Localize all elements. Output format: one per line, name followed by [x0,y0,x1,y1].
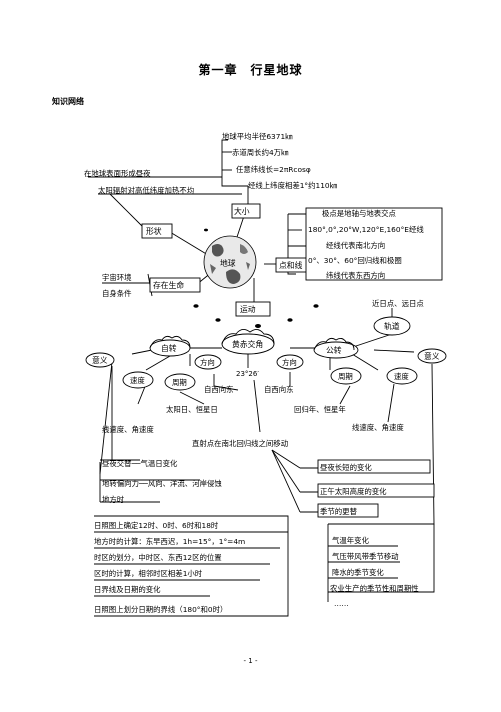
season-item-pressure: 气压带风带季节移动 [332,552,399,561]
rev-effect-sunheight: 正午太阳高度的变化 [320,487,387,496]
revolution-period-value: 回归年、恒星年 [294,405,346,414]
meaning-right-ellipse [417,348,447,364]
revolution-direction-value: 自西向东 [264,385,294,394]
points-item-ns: 经线代表南北方向 [326,241,385,250]
obliquity-value: 23°26′ [236,370,259,378]
rev-speed-ellipse [386,367,418,385]
direction-right-ellipse [276,354,304,370]
earth-label: 地球 [220,258,236,268]
rotation-speed-value: 线速度、角速度 [102,425,154,434]
revolution-cloud [313,337,359,359]
size-item-equator: 赤道周长约4万㎞ [232,148,289,157]
rotation-cloud [149,335,191,357]
rotation-label: 自转 [161,343,177,353]
points-item-parallels: 0°、30°、60°回归线和极圈 [308,256,402,265]
rotation-meaning-label: 意义 [92,355,108,365]
life-item-self: 自身条件 [102,289,132,298]
rev-period-ellipse [330,367,362,385]
effect-localtime: 地方时 [102,495,125,504]
revolution-label: 公转 [326,345,342,355]
direction-left-ellipse [194,354,222,370]
points-item-meridians: 180°,0°,20°W,120°E,160°E经线 [308,225,424,234]
trail-dots [193,228,319,328]
sun-point-movement: 直射点在南北回归线之间移动 [192,439,288,448]
rev-effect-box-2 [317,483,435,498]
rev-effect-box-3 [317,503,379,518]
shape-item-daynight: 在地球表面形成昼夜 [84,169,151,178]
connector-lines [88,139,435,617]
size-item-parallel: 任意纬线长=2πRcosφ [236,165,311,174]
time-item-5: 日界线及日期的变化 [94,585,161,594]
season-item-rain: 降水的季节变化 [332,568,384,577]
revolution-speed-value: 线速度、角速度 [352,423,404,432]
revolution-meaning-label: 意义 [424,351,440,361]
orbit-ellipse [373,316,411,336]
page-number: - 1 - [243,657,258,665]
orbit-label: 轨道 [384,321,400,331]
time-item-4: 区时的计算，相邻时区相差1小时 [94,569,203,578]
life-box [149,277,201,293]
rev-effect-box-1 [317,459,431,474]
life-item-cosmic: 宇宙环境 [102,273,132,282]
rotation-period-label: 周期 [172,378,187,387]
earth-globe-icon [203,235,257,289]
size-item-radius: 地球平均半径6371㎞ [222,132,293,141]
revolution-period-label: 周期 [338,372,353,381]
points-list-box [305,207,443,281]
rot-period-ellipse [164,373,196,391]
time-item-6: 日照图上划分日期的界线（180°和0时） [94,605,227,614]
season-item-agri: 农业生产的季节性和周期性 [330,584,419,593]
meaning-left-ellipse [85,352,115,368]
rot-speed-ellipse [122,371,154,389]
rotation-speed-label: 速度 [130,376,145,385]
season-item-more: …… [334,599,349,608]
season-item-temp: 气温年变化 [332,536,370,545]
revolution-speed-label: 速度 [394,372,409,381]
life-box-label: 存在生命 [153,280,184,290]
shape-box-label: 形状 [146,226,162,236]
shape-box [141,223,173,239]
points-item-pole: 极点是地轴与地表交点 [322,209,397,218]
rev-effect-daylength: 昼夜长短的变化 [320,463,372,472]
revolution-direction-label: 方向 [282,358,297,367]
obliquity-cloud [221,329,275,355]
page-title: 第一章 行星地球 [198,63,303,77]
obliquity-label: 黄赤交角 [232,339,263,349]
size-item-meridian: 经线上纬度相差1°约110㎞ [248,181,338,190]
size-box-label: 大小 [234,206,250,216]
time-item-3: 时区的划分，中时区、东西12区的位置 [94,553,222,562]
points-box-label: 点和线 [279,260,303,270]
rev-effect-seasons: 季节的更替 [320,507,358,516]
rotation-direction-label: 方向 [200,358,215,367]
effect-daynight: 昼夜交替──气温日变化 [102,459,178,468]
points-item-ew: 纬线代表东西方向 [326,271,385,280]
time-item-2: 地方时的计算：东早西迟，1h=15°，1°=4m [94,537,245,546]
orbit-note: 近日点、远日点 [372,299,424,308]
motion-box [235,301,271,317]
section-heading: 知识网络 [52,97,84,106]
effect-coriolis: 地转偏向力──风向、洋流、河岸侵蚀 [102,479,222,488]
time-item-1: 日照图上确定12时、0时、6时和18时 [94,521,219,530]
size-box [231,203,261,219]
shape-item-heating: 太阳辐射对高低纬度加热不均 [98,186,194,195]
motion-box-label: 运动 [240,304,256,314]
rotation-direction-value: 自西向东 [204,385,234,394]
rotation-period-value: 太阳日、恒星日 [166,405,218,414]
